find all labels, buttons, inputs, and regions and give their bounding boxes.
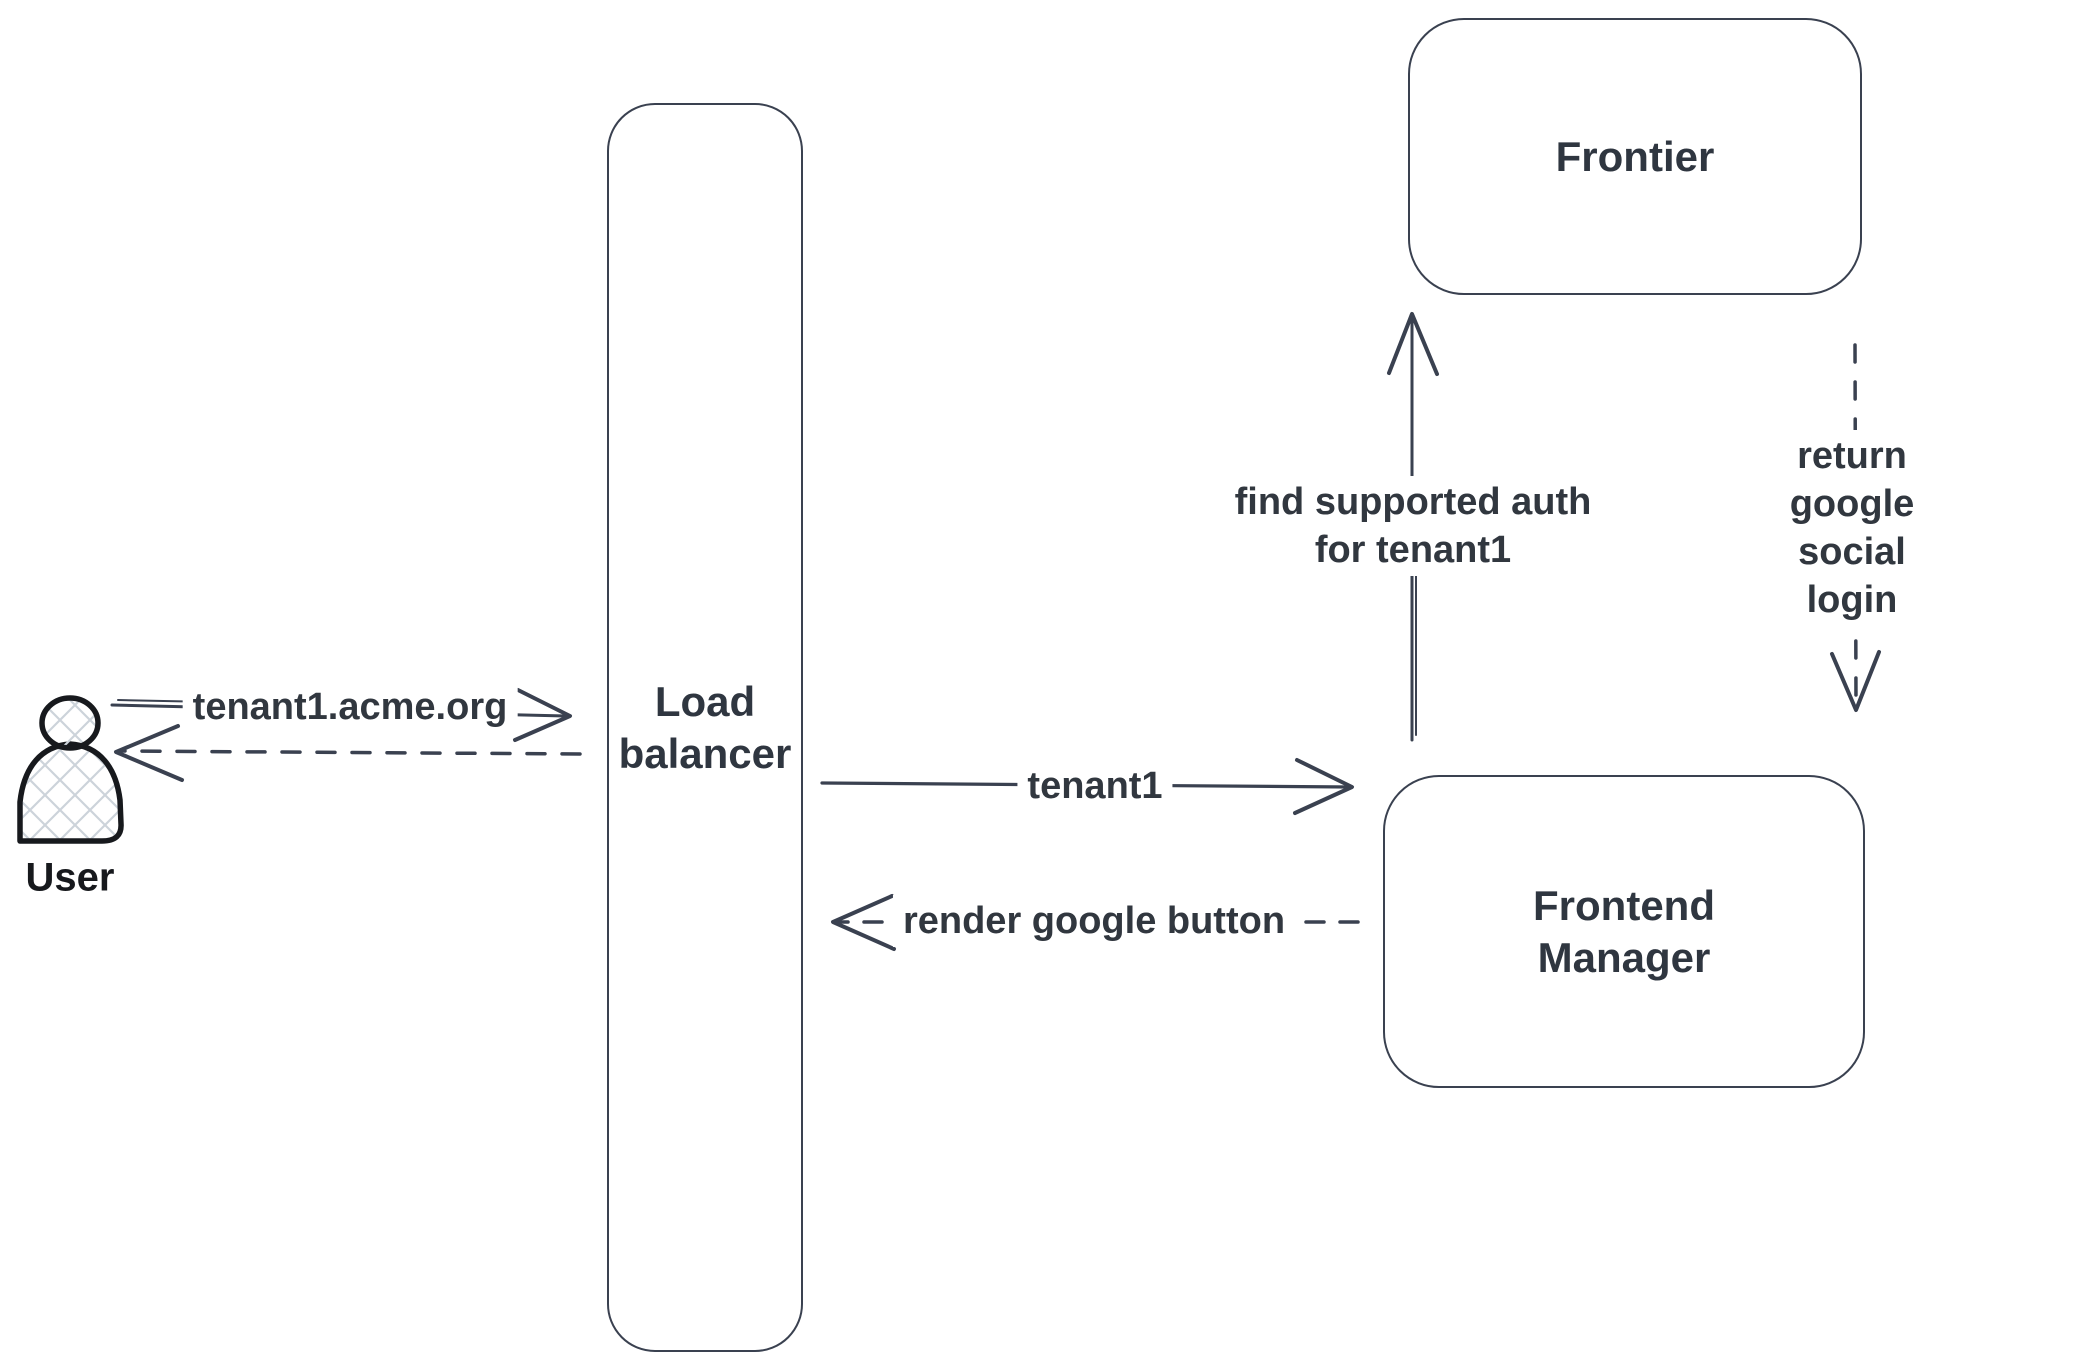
user-body xyxy=(17,741,124,844)
edge-label-tenant1: tenant1 xyxy=(1017,760,1173,812)
arrowhead-left-icon xyxy=(831,894,896,951)
arrowhead-right-icon xyxy=(1293,758,1354,815)
arrowhead-down-icon xyxy=(1830,650,1881,712)
user-icon xyxy=(17,695,124,844)
edge-label-return-google-social-login: return google social login xyxy=(1736,430,1968,626)
arrow-response-to-user xyxy=(114,724,582,782)
arrowhead-right-icon xyxy=(513,688,572,742)
node-frontend-manager: Frontend Manager xyxy=(1383,775,1865,1088)
node-frontier: Frontier xyxy=(1408,18,1862,295)
edge-label-find-supported-auth: find supported auth for tenant1 xyxy=(1224,476,1602,576)
arrowhead-left-icon xyxy=(114,724,184,782)
user-label: User xyxy=(25,855,115,900)
node-load-balancer: Load balancer xyxy=(607,103,803,1352)
user-head xyxy=(39,695,101,751)
arrow-return-google-social-login xyxy=(1830,343,1881,712)
edge-label-request-domain: tenant1.acme.org xyxy=(182,681,518,733)
edge-label-render-google-button: render google button xyxy=(892,895,1296,947)
arrowhead-up-icon xyxy=(1387,312,1439,376)
